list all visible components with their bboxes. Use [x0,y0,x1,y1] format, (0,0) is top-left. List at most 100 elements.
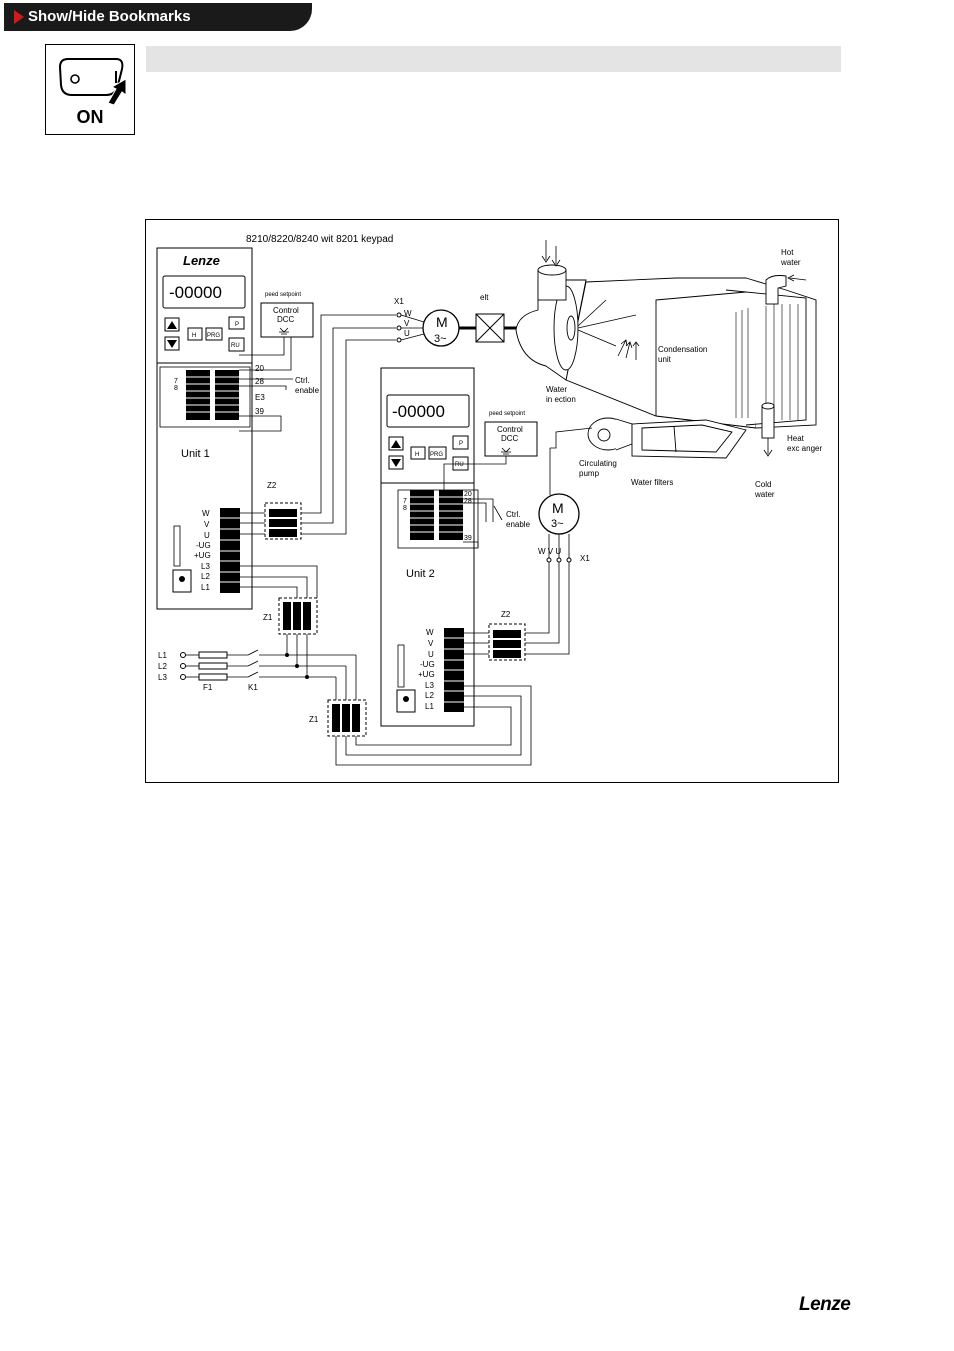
svg-text:L3: L3 [201,562,210,571]
svg-text:Z2: Z2 [501,610,511,619]
unit1-p-key[interactable] [228,316,245,330]
svg-text:Control: Control [273,306,299,315]
svg-text:L1: L1 [201,583,210,592]
unit2-h-key[interactable] [410,446,426,460]
svg-text:-UG: -UG [196,541,211,550]
condensation-unit-illustration [515,264,817,459]
svg-text:3~: 3~ [434,333,447,345]
unit1-run-key[interactable] [228,337,245,352]
show-hide-bookmarks-button[interactable]: Show/Hide Bookmarks [4,3,312,31]
svg-text:U: U [204,531,210,540]
svg-text:+UG: +UG [194,551,211,560]
unit2-run-key[interactable] [452,456,469,471]
svg-text:elt: elt [480,293,489,302]
unit2-p-key[interactable] [452,435,469,450]
svg-text:peed setpoint: peed setpoint [265,292,301,298]
svg-text:L1: L1 [425,702,434,711]
unit2-drive: -00000 H PRG P RU 7 8 20 28 39 Ctrl. ena… [380,367,538,727]
svg-text:Z2: Z2 [267,481,277,490]
svg-text:W: W [426,628,434,637]
svg-text:P: P [459,441,463,447]
heading-bar [146,46,841,72]
power-on-icon: ON [45,44,135,135]
unit1-drive: Lenze -00000 H PRG P RU 7 8 20 28 E3 39 … [156,247,320,610]
svg-text:W: W [202,509,210,518]
svg-text:X1: X1 [580,554,590,563]
svg-text:PRG: PRG [430,452,443,458]
svg-text:pump: pump [579,469,600,478]
svg-text:PRG: PRG [207,333,220,339]
svg-text:water: water [754,490,775,499]
svg-text:M: M [436,314,448,330]
svg-text:water: water [780,258,801,267]
unit1-brand: Lenze [183,253,220,268]
svg-text:V: V [428,639,434,648]
svg-text:L3: L3 [425,681,434,690]
svg-text:Condensation: Condensation [658,345,707,354]
svg-text:L1: L1 [158,651,167,660]
lenze-logo: Lenze [799,1294,851,1315]
svg-text:Ctrl.: Ctrl. [295,376,310,385]
unit1-h-key[interactable] [187,327,203,341]
svg-text:V: V [204,520,210,529]
svg-text:in ection: in ection [546,395,576,404]
rocker-switch-icon [58,58,127,105]
svg-text:Water filters: Water filters [631,478,673,487]
unit1-name: Unit 1 [181,448,210,460]
svg-text:RU: RU [231,343,240,349]
svg-text:K1: K1 [248,683,258,692]
svg-text:20: 20 [255,364,264,373]
svg-text:Z1: Z1 [263,613,273,622]
unit2-name: Unit 2 [406,568,435,580]
svg-text:F1: F1 [203,683,213,692]
svg-text:DCC: DCC [501,434,519,443]
arrow-right-icon [14,10,24,24]
svg-text:DCC: DCC [277,315,295,324]
svg-text:U: U [428,650,434,659]
svg-text:7: 7 [403,498,407,505]
svg-text:Water: Water [546,385,567,394]
unit1-display: -00000 [169,283,222,302]
svg-text:Cold: Cold [755,480,771,489]
svg-text:unit: unit [658,355,672,364]
svg-text:L2: L2 [201,572,210,581]
svg-text:Heat: Heat [787,434,805,443]
svg-text:Z1: Z1 [309,715,319,724]
svg-text:28: 28 [464,498,472,505]
svg-text:Hot: Hot [781,248,794,257]
svg-text:enable: enable [295,386,320,395]
svg-text:W: W [404,309,412,318]
svg-text:peed setpoint: peed setpoint [489,411,525,417]
svg-text:7: 7 [174,378,178,385]
svg-text:exc anger: exc anger [787,444,822,453]
svg-text:H: H [192,333,196,339]
svg-text:E3: E3 [255,393,265,402]
svg-text:M: M [552,500,564,516]
svg-text:L2: L2 [425,691,434,700]
svg-text:-UG: -UG [420,660,435,669]
bookmark-tab-label: Show/Hide Bookmarks [28,8,191,25]
figure-title: 8210/8220/8240 wit 8201 keypad [246,234,393,245]
svg-text:L3: L3 [158,673,167,682]
wiring-diagram-svg: 8210/8220/8240 wit 8201 keypad Lenze -00… [156,234,822,766]
svg-text:P: P [235,322,239,328]
svg-text:28: 28 [255,377,264,386]
unit2-display: -00000 [392,402,445,421]
wiring-diagram: 8210/8220/8240 wit 8201 keypad Lenze -00… [145,219,839,783]
unit2-prg-key[interactable] [428,446,447,460]
svg-text:enable: enable [506,520,531,529]
svg-text:RU: RU [455,462,464,468]
svg-text:+UG: +UG [418,670,435,679]
svg-text:X1: X1 [394,297,404,306]
svg-text:Circulating: Circulating [579,459,617,468]
svg-text:Control: Control [497,425,523,434]
svg-text:39: 39 [255,407,264,416]
svg-text:W V U: W V U [538,547,561,556]
svg-text:Ctrl.: Ctrl. [506,510,521,519]
unit1-prg-key[interactable] [205,327,223,341]
svg-text:39: 39 [464,535,472,542]
on-label: ON [76,107,104,127]
svg-text:L2: L2 [158,662,167,671]
svg-text:V: V [404,319,410,328]
svg-text:U: U [404,329,410,338]
